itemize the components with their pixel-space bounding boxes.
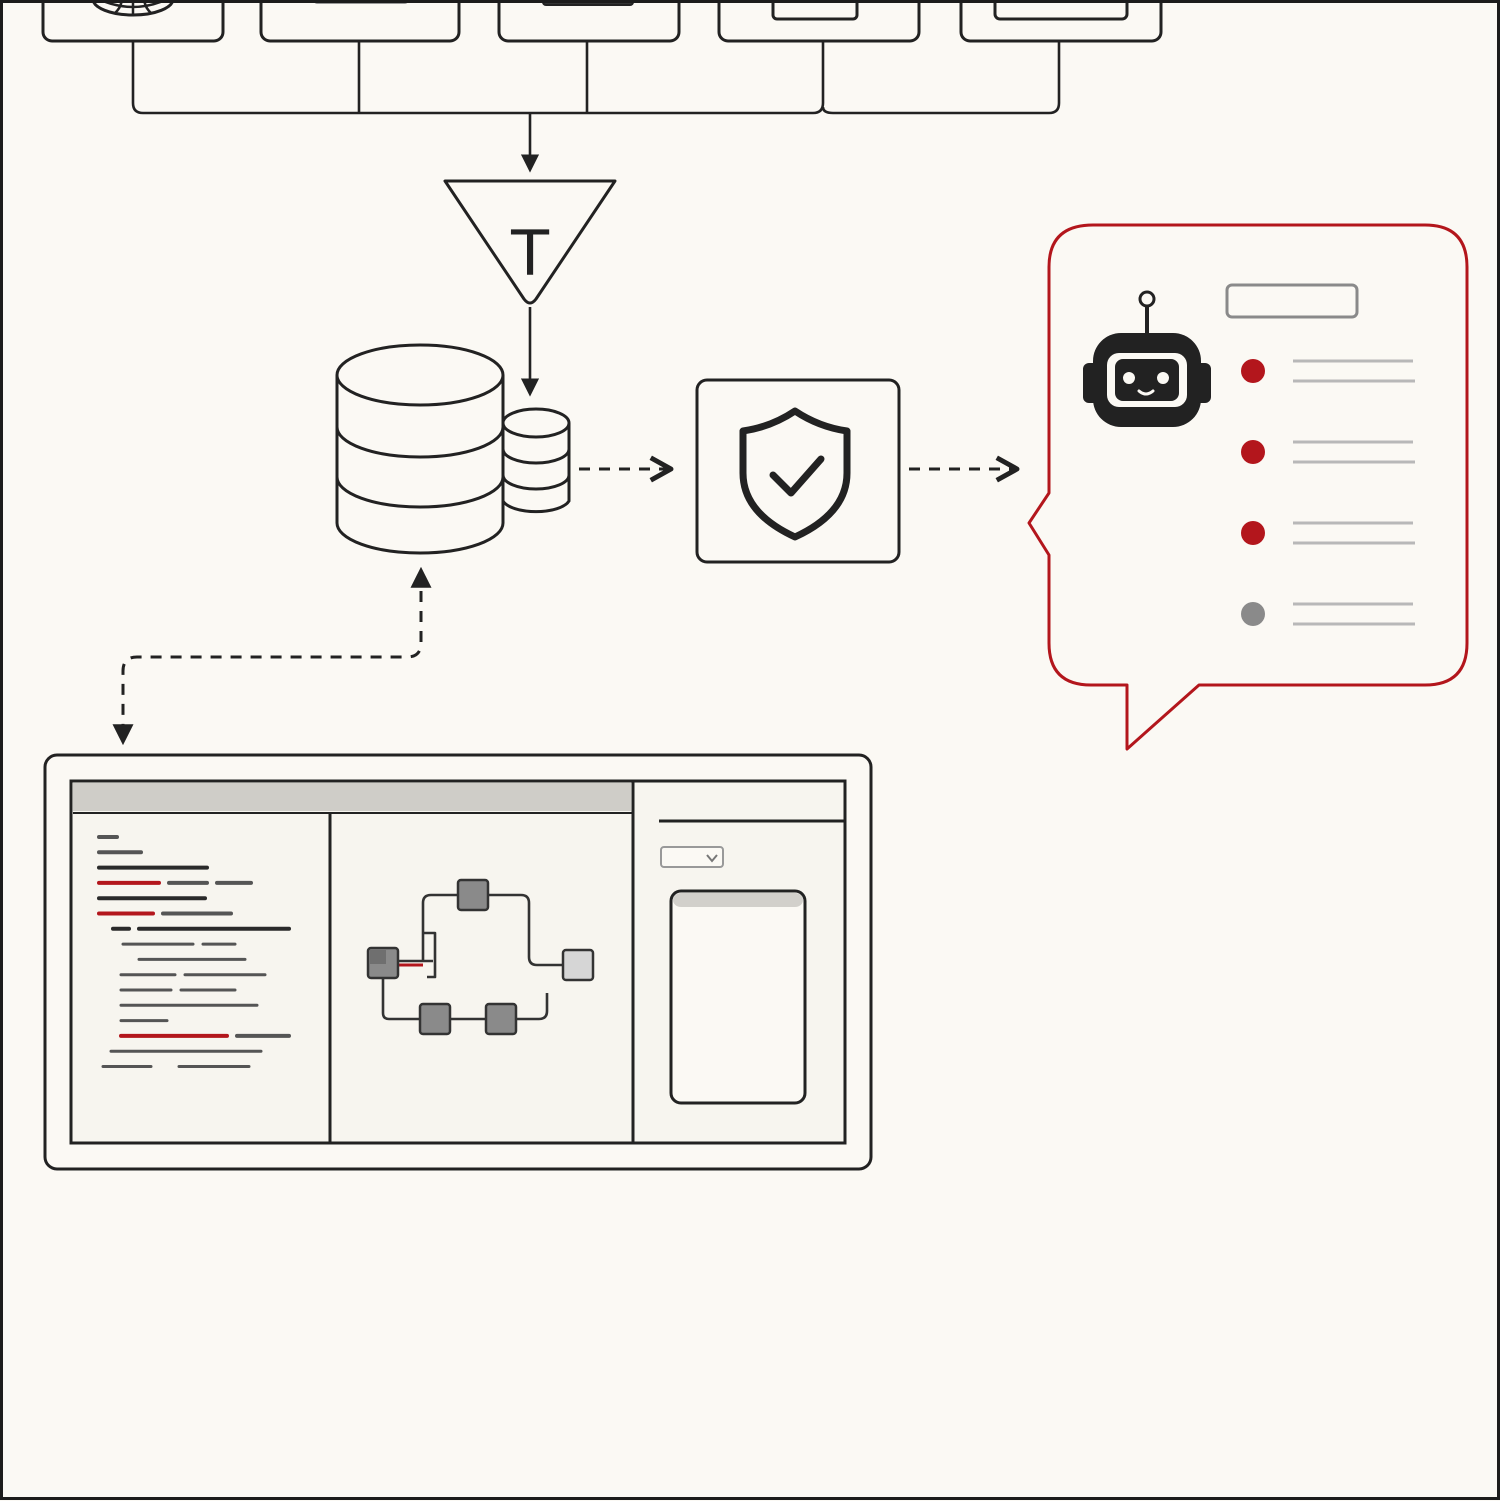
workflow-node-highlight — [370, 950, 386, 964]
window-icon — [993, 0, 1129, 21]
application-window-icon — [43, 753, 873, 1171]
workflow-graph-panel — [366, 878, 595, 1036]
security-node — [695, 378, 901, 564]
workbench-title-bar — [73, 783, 631, 811]
workflow-node[interactable] — [484, 1002, 518, 1036]
properties-preview-frame — [669, 889, 807, 1105]
source-box-terminal — [717, 0, 921, 43]
assistant-bullet-item — [1241, 521, 1415, 545]
filter-node: T — [443, 179, 617, 397]
source-box-document — [259, 0, 461, 43]
source-box-server — [497, 0, 681, 43]
assistant-title-placeholder — [1225, 283, 1359, 319]
workflow-node[interactable] — [418, 1002, 452, 1036]
shield-check-icon — [739, 407, 851, 541]
server-icon — [542, 0, 634, 6]
workflow-node[interactable] — [456, 878, 490, 912]
filter-funnel-icon — [443, 179, 617, 305]
properties-dropdown[interactable] — [660, 846, 724, 868]
source-box-globe — [41, 0, 225, 43]
source-row — [41, 0, 1163, 43]
assistant-bullet-item — [1241, 440, 1415, 464]
bullet-dot — [1241, 440, 1265, 464]
arrow-db-workbench-sync — [112, 566, 432, 746]
chevron-down-icon — [706, 854, 718, 863]
assistant-bullet-list — [1241, 359, 1415, 626]
robot-icon — [1083, 290, 1211, 427]
source-box-window — [959, 0, 1163, 43]
workflow-node[interactable] — [561, 948, 595, 982]
bullet-dot — [1241, 359, 1265, 383]
bullet-dot — [1241, 521, 1265, 545]
pipeline-diagram: T — [41, 0, 1469, 1171]
assistant-bubble — [1027, 223, 1469, 751]
globe-icon — [91, 0, 175, 17]
bullet-dot — [1241, 602, 1265, 626]
properties-panel — [659, 819, 845, 1105]
terminal-icon — [771, 0, 859, 21]
assistant-bullet-item — [1241, 602, 1415, 626]
filter-glyph: T — [510, 217, 550, 290]
database-icon — [335, 343, 571, 555]
code-editor-panel — [97, 835, 291, 1068]
assistant-bullet-item — [1241, 359, 1415, 383]
merge-connectors — [131, 41, 1061, 173]
